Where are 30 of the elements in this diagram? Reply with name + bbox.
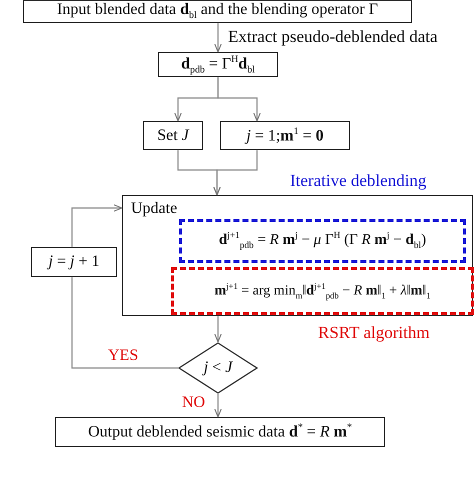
- annotation-label: Iterative deblending: [290, 171, 426, 191]
- formula-text: d$_{pdb}$ = Γ$^{H}$d$_{bl}$: [181, 54, 255, 76]
- arrow: [214, 394, 222, 418]
- process-box: [158, 52, 278, 77]
- input-box: [23, 0, 412, 23]
- annotation-label: RSRT algorithm: [318, 323, 430, 343]
- formula-text: Input blended data d$_{bl}$ and the blending operator Γ: [57, 1, 378, 22]
- formula-text: Set J: [157, 126, 189, 144]
- arrow: [217, 77, 261, 122]
- formula-text: m$^{j+1}$ = arg min$_{m}$‖d$^{j+1}$$_{pdb}$ − R m‖$_{1}$ + λ‖m‖$_{1}$: [214, 281, 431, 301]
- process-box: [220, 121, 350, 150]
- edge-label: Extract pseudo-deblended data: [228, 27, 438, 47]
- output-box: [55, 417, 385, 447]
- formula-text: d$^{j+1}$$_{pdb}$ = R m$^{j}$ − μ Γ$^{H}$ (Γ R m$^{j}$ − d$_{bl}$): [218, 231, 426, 251]
- dashed-formula-box: [179, 219, 466, 263]
- formula-text: j = 1;m$^{1}$ = 0: [246, 126, 324, 146]
- dashed-formula-box: [171, 267, 474, 315]
- box-title: Update: [131, 200, 178, 218]
- formula-text: j = j + 1: [48, 253, 100, 271]
- formula-text: j < J: [204, 359, 232, 377]
- process-box: [31, 247, 117, 277]
- arrow: [214, 316, 222, 343]
- arrow: [213, 150, 258, 196]
- arrow: [214, 23, 222, 53]
- process-box: [143, 121, 203, 150]
- formula-text: Output deblended seismic data d$^{*}$ = R m$^{*}$: [88, 422, 352, 442]
- arrow: [71, 204, 123, 247]
- decision-diamond: [178, 342, 258, 394]
- update-box: [122, 195, 473, 316]
- connector-line: [71, 277, 178, 369]
